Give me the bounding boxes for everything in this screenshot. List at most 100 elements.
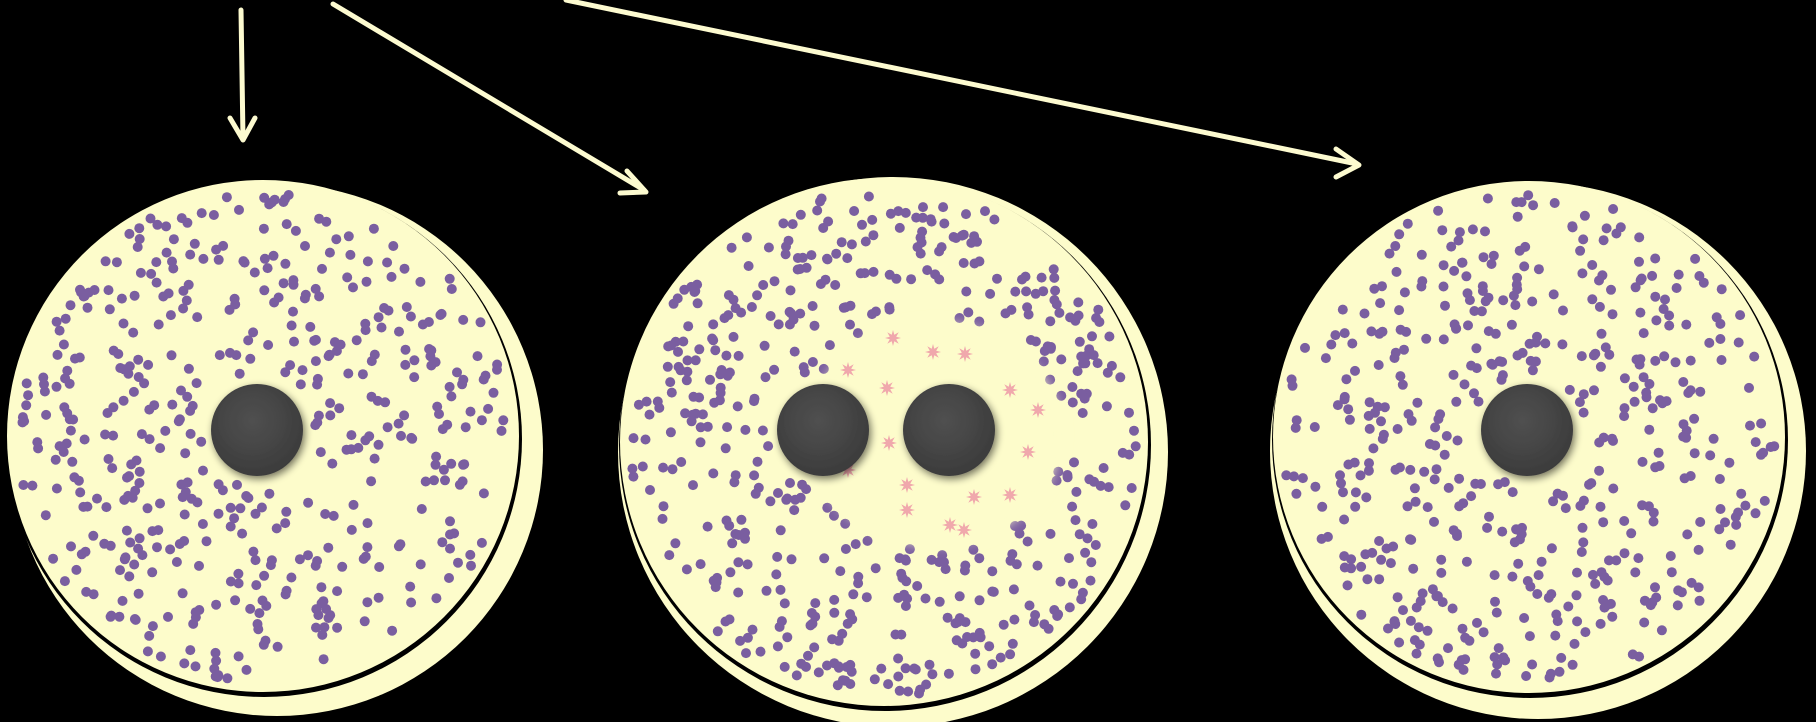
granule-dot-icon <box>135 467 145 477</box>
granule-dot-icon <box>1463 288 1473 298</box>
granule-dot-icon <box>733 401 743 411</box>
granule-dot-icon <box>163 612 173 622</box>
granule-dot-icon <box>1553 489 1563 499</box>
granule-dot-icon <box>1064 553 1074 563</box>
granule-dot-icon <box>1394 638 1404 648</box>
nucleus-layer-right <box>1481 384 1573 476</box>
starburst-icon <box>879 380 895 396</box>
granule-dot-icon <box>658 463 668 473</box>
granule-dot-icon <box>1124 408 1134 418</box>
granule-dot-icon <box>1347 339 1357 349</box>
granule-dot-icon <box>1731 520 1741 530</box>
granule-dot-icon <box>66 426 76 436</box>
granule-dot-icon <box>267 555 277 565</box>
granule-dot-icon <box>197 208 207 218</box>
granule-dot-icon <box>819 364 829 374</box>
granule-dot-icon <box>1654 448 1664 458</box>
granule-dot-icon <box>771 569 781 579</box>
granule-dot-icon <box>182 392 192 402</box>
granule-dot-icon <box>740 425 750 435</box>
granule-dot-icon <box>251 509 261 519</box>
starburst-icon <box>956 522 972 538</box>
granule-dot-icon <box>245 604 255 614</box>
granule-dot-icon <box>1361 492 1371 502</box>
granule-dot-icon <box>83 303 93 313</box>
granule-dot-icon <box>1084 474 1094 484</box>
granule-dot-icon <box>1745 421 1755 431</box>
granule-dot-icon <box>1071 487 1081 497</box>
granule-dot-icon <box>1596 502 1606 512</box>
granule-dot-icon <box>729 295 739 305</box>
granule-dot-icon <box>396 431 406 441</box>
granule-dot-icon <box>1549 289 1559 299</box>
granule-dot-icon <box>1472 618 1482 628</box>
granule-dot-icon <box>871 307 881 317</box>
granule-dot-icon <box>374 440 384 450</box>
granule-dot-icon <box>211 600 221 610</box>
granule-dot-icon <box>1086 557 1096 567</box>
granule-dot-icon <box>1291 423 1301 433</box>
granule-dot-icon <box>1442 431 1452 441</box>
granule-dot-icon <box>1599 235 1609 245</box>
granule-dot-icon <box>226 577 236 587</box>
granule-dot-icon <box>1360 309 1370 319</box>
granule-dot-icon <box>1394 229 1404 239</box>
granule-dot-icon <box>280 259 290 269</box>
granule-dot-icon <box>955 591 965 601</box>
granule-dot-icon <box>240 258 250 268</box>
granule-dot-icon <box>1338 305 1348 315</box>
granule-dot-icon <box>1686 356 1696 366</box>
granule-dot-icon <box>1553 616 1563 626</box>
granule-dot-icon <box>250 268 260 278</box>
granule-dot-icon <box>1682 529 1692 539</box>
granule-dot-icon <box>1350 458 1360 468</box>
granule-dot-icon <box>1461 271 1471 281</box>
granule-dot-icon <box>156 652 166 662</box>
granule-dot-icon <box>1547 543 1557 553</box>
granule-dot-icon <box>1608 204 1618 214</box>
granule-dot-icon <box>1045 316 1055 326</box>
granule-dot-icon <box>431 593 441 603</box>
granule-dot-icon <box>968 545 978 555</box>
granule-dot-icon <box>1395 463 1405 473</box>
granule-dot-icon <box>405 582 415 592</box>
granule-dot-icon <box>1671 357 1681 367</box>
granule-dot-icon <box>1561 503 1571 513</box>
granule-dot-icon <box>151 257 161 267</box>
granule-dot-icon <box>167 400 177 410</box>
granule-dot-icon <box>1321 353 1331 363</box>
granule-dot-icon <box>401 345 411 355</box>
granule-dot-icon <box>1749 352 1759 362</box>
granule-dot-icon <box>71 565 81 575</box>
granule-dot-icon <box>1527 297 1537 307</box>
granule-dot-icon <box>886 209 896 219</box>
granule-dot-icon <box>974 553 984 563</box>
granule-dot-icon <box>1587 294 1597 304</box>
nucleus-layer-left <box>211 384 303 476</box>
granule-dot-icon <box>1340 328 1350 338</box>
granule-dot-icon <box>1455 227 1465 237</box>
granule-dot-icon <box>211 648 221 658</box>
granule-dot-icon <box>984 641 994 651</box>
granule-dot-icon <box>1590 579 1600 589</box>
granule-dot-icon <box>884 302 894 312</box>
granule-dot-icon <box>1421 334 1431 344</box>
granule-dot-icon <box>176 480 186 490</box>
granule-dot-icon <box>851 539 861 549</box>
granule-dot-icon <box>129 387 139 397</box>
granule-dot-icon <box>431 460 441 470</box>
granule-dot-icon <box>1107 361 1117 371</box>
granule-dot-icon <box>1045 375 1055 385</box>
granule-dot-icon <box>303 498 313 508</box>
granule-dot-icon <box>1492 660 1502 670</box>
granule-dot-icon <box>367 392 377 402</box>
granule-dot-icon <box>829 595 839 605</box>
granule-dot-icon <box>380 397 390 407</box>
granule-dot-icon <box>776 585 786 595</box>
granule-dot-icon <box>834 663 844 673</box>
granule-dot-icon <box>367 356 377 366</box>
granule-dot-icon <box>1709 434 1719 444</box>
granule-dot-icon <box>1031 337 1041 347</box>
granule-dot-icon <box>400 360 410 370</box>
granule-dot-icon <box>1568 660 1578 670</box>
